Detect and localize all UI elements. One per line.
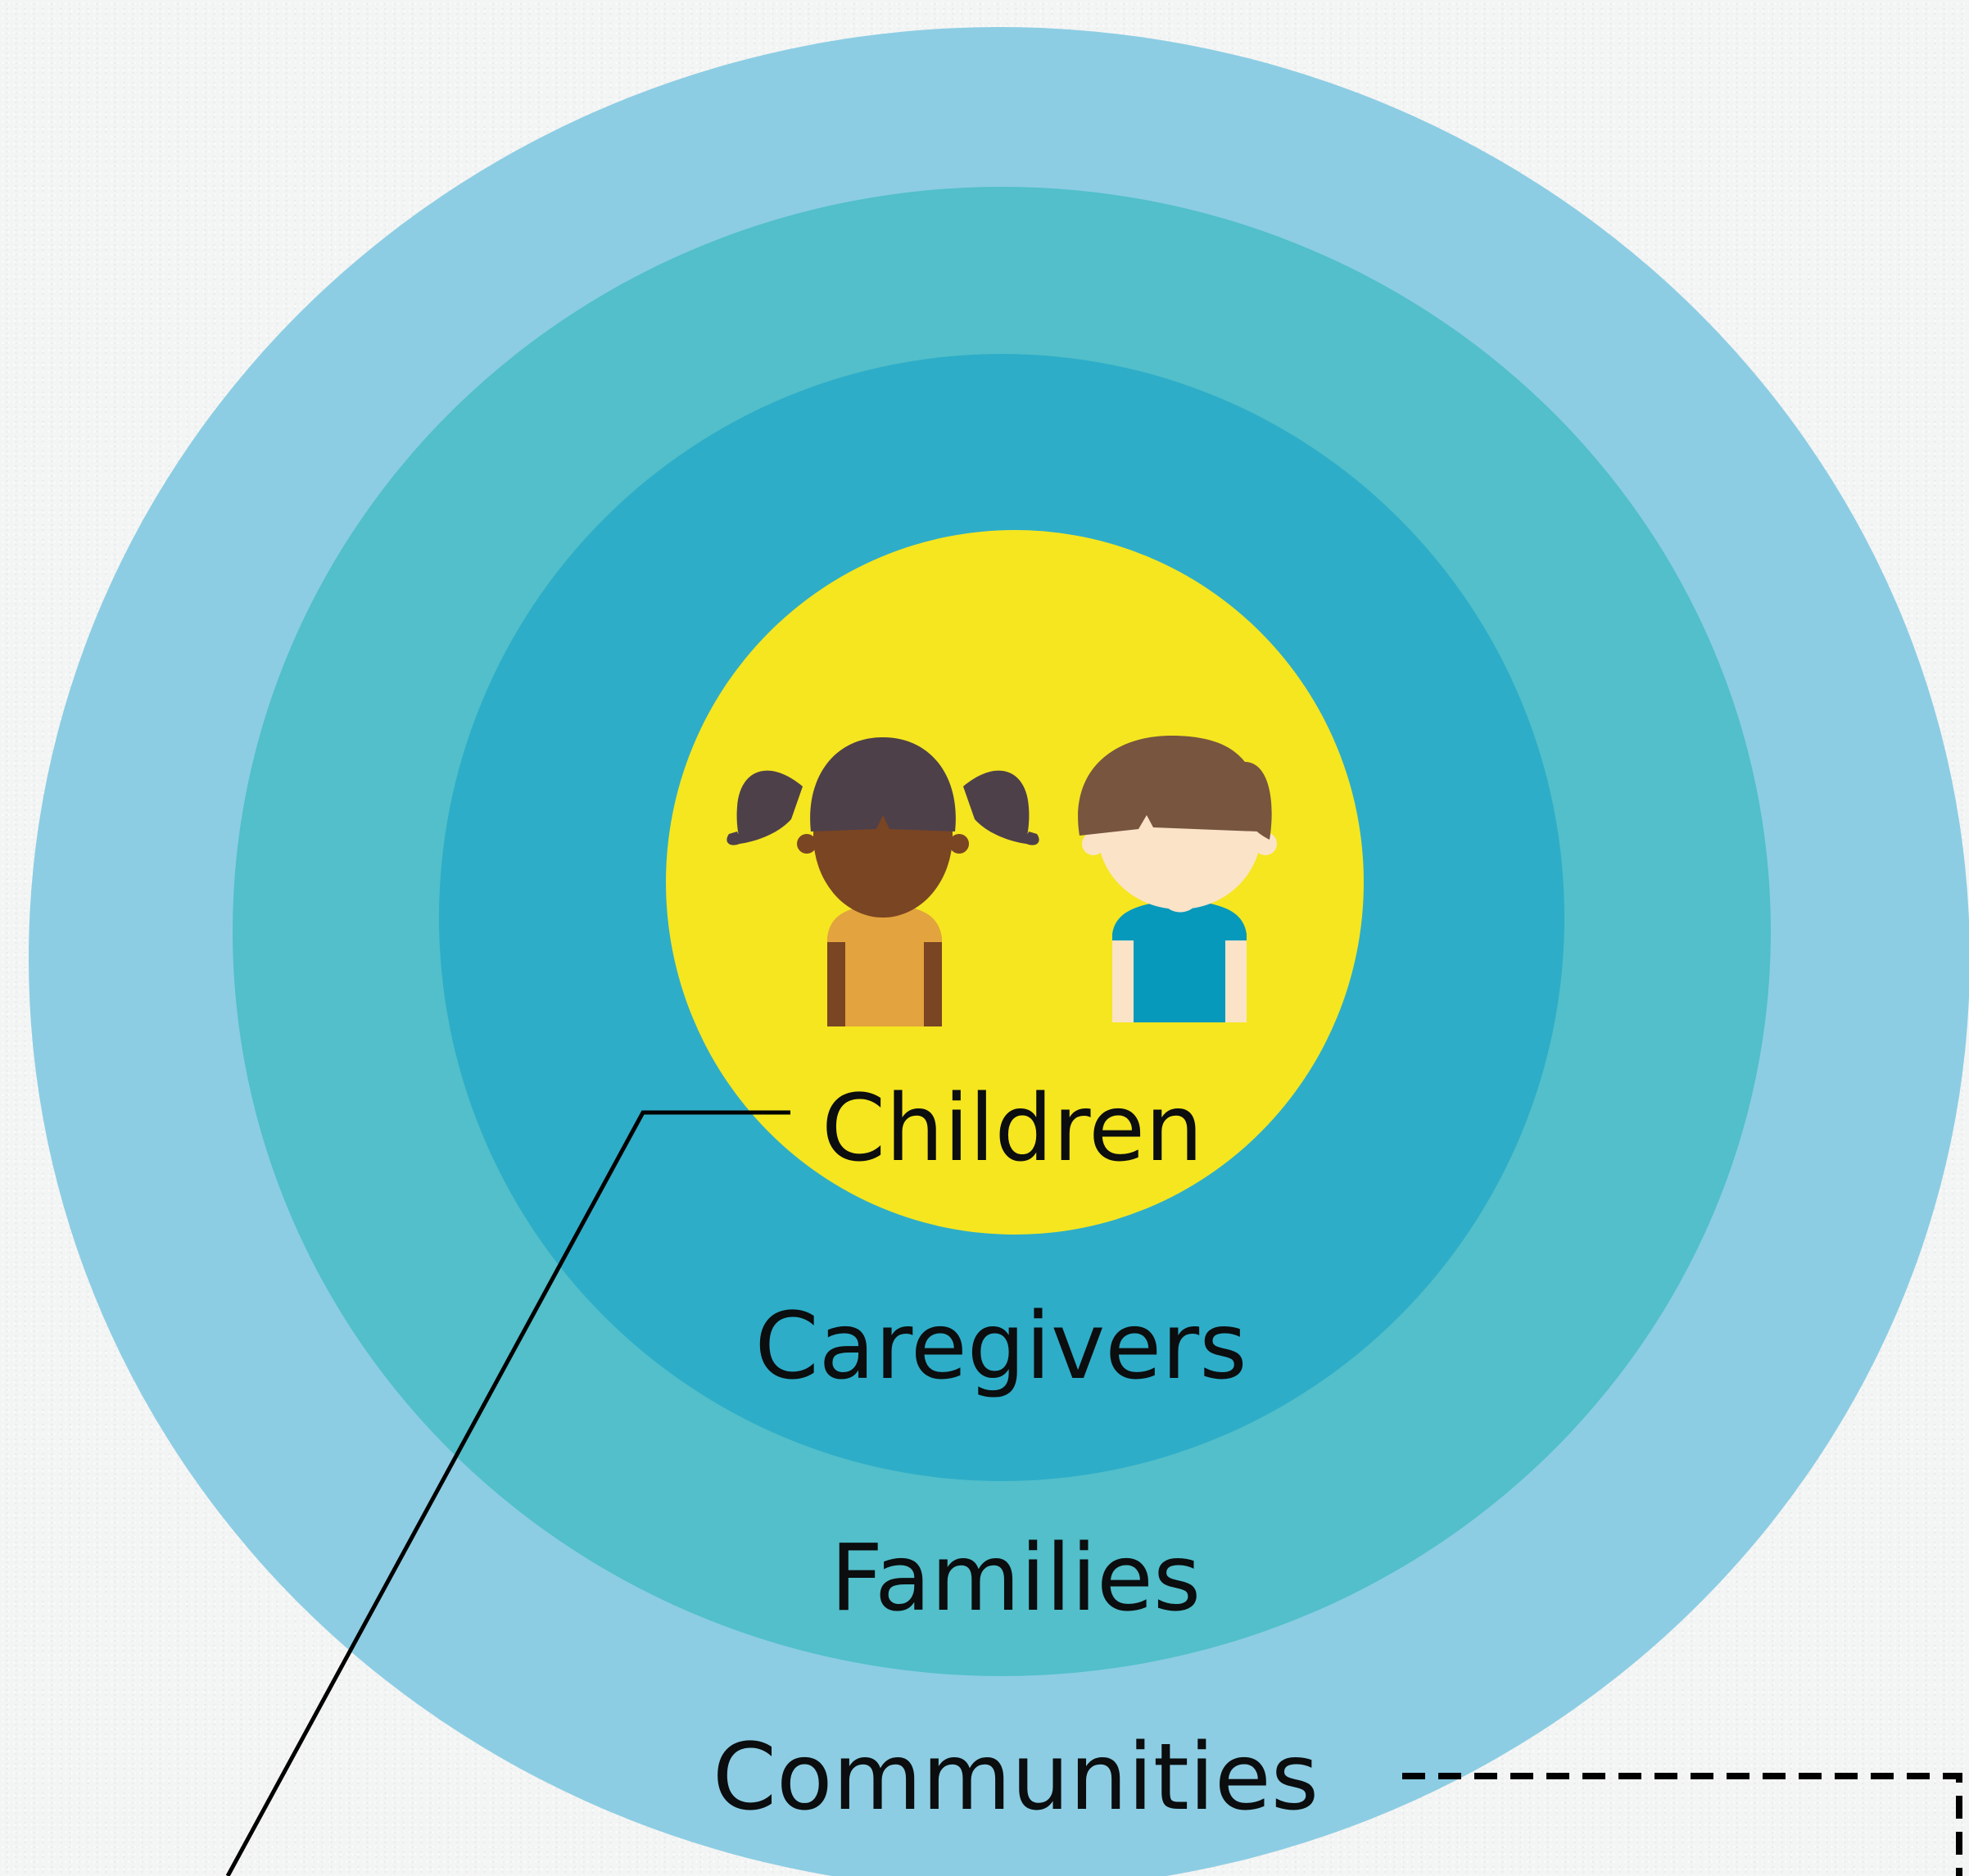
children-connector-line: [225, 1110, 790, 1876]
boy-figure-icon: [1078, 736, 1277, 1022]
families-label: Families: [831, 1525, 1201, 1632]
children-label: Children: [822, 1076, 1203, 1182]
caregivers-label: Caregivers: [754, 1294, 1247, 1400]
girl-figure-icon: [726, 737, 1039, 1026]
communities-dashed-connector: [1402, 1773, 1962, 1876]
children-circle: [666, 530, 1364, 1235]
communities-label: Communities: [713, 1724, 1319, 1831]
